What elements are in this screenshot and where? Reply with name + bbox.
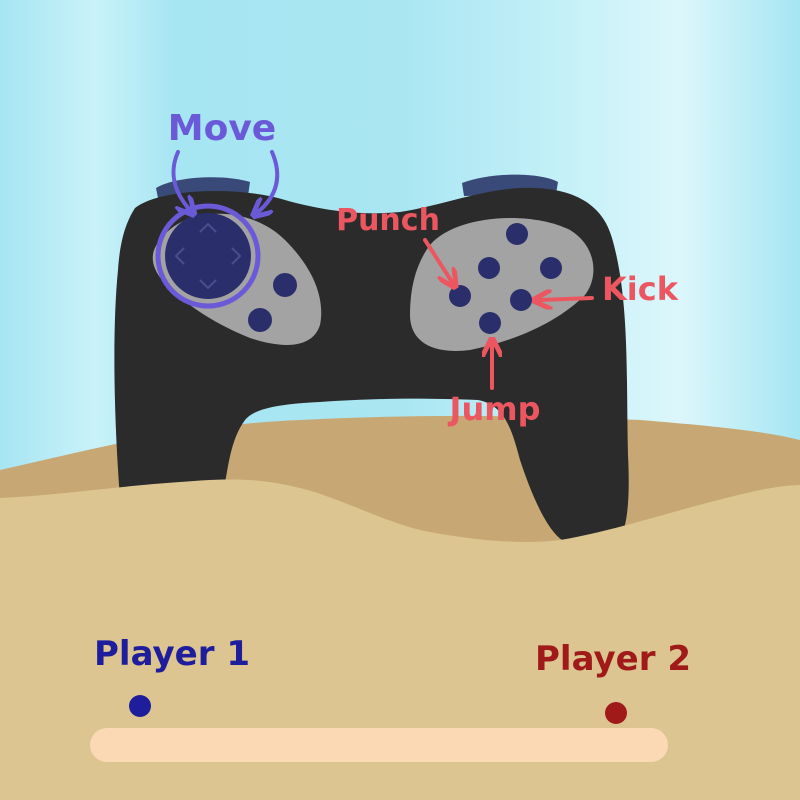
player2-label: Player 2 <box>535 639 691 679</box>
player1-marker[interactable] <box>129 695 151 717</box>
sand-dune-front <box>0 479 800 800</box>
jump-button[interactable] <box>479 312 501 334</box>
move-annotation <box>171 150 280 212</box>
move-label: Move <box>168 108 276 149</box>
face-button-right[interactable] <box>540 257 562 279</box>
face-button-middle[interactable] <box>478 257 500 279</box>
left-button-upper[interactable] <box>273 273 297 297</box>
player1-label: Player 1 <box>94 634 250 674</box>
jump-label: Jump <box>448 390 541 428</box>
punch-label: Punch <box>336 203 440 238</box>
dpad-icon[interactable] <box>155 203 261 309</box>
left-button-lower[interactable] <box>248 308 272 332</box>
punch-arrow <box>423 238 452 282</box>
punch-button[interactable] <box>449 285 471 307</box>
player2-marker[interactable] <box>605 702 627 724</box>
right-button-plate <box>410 218 594 351</box>
game-controller <box>114 174 629 546</box>
kick-button[interactable] <box>510 289 532 311</box>
arena-track <box>90 728 668 762</box>
face-button-top[interactable] <box>506 223 528 245</box>
kick-label: Kick <box>602 270 679 308</box>
kick-arrow <box>540 298 594 300</box>
